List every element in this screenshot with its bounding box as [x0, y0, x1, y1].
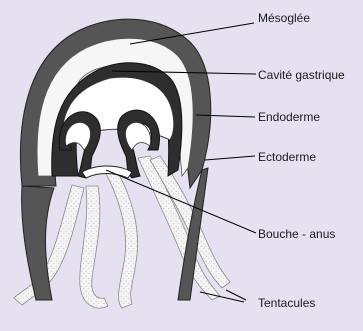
label-tentacules: Tentacules [258, 296, 315, 310]
label-mesoglee: Mésoglée [258, 11, 310, 25]
ectoderm-arm-left [22, 186, 54, 300]
leader-line-ectoderme [205, 156, 255, 160]
tentacle [80, 186, 108, 308]
leader-line-tentacules-a [200, 292, 244, 302]
label-ectoderme: Ectoderme [258, 150, 316, 164]
label-endoderme: Endoderme [258, 110, 320, 124]
tentacle [103, 168, 138, 308]
label-bouche-anus: Bouche - anus [258, 227, 335, 241]
tentacle [138, 156, 220, 300]
label-cavite-gastrique: Cavité gastrique [258, 68, 345, 82]
